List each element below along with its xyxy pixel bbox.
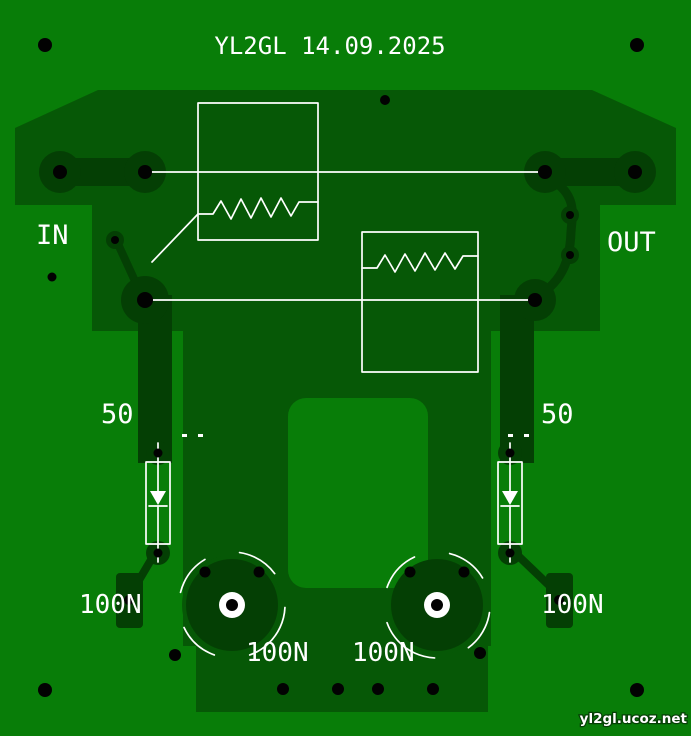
drill-hole bbox=[153, 548, 163, 558]
drill-hole bbox=[566, 251, 574, 259]
silk-tick bbox=[182, 434, 187, 437]
trimmer-hole bbox=[431, 599, 443, 611]
cap-value-bottom-left: 100N bbox=[246, 638, 309, 668]
drill-hole bbox=[505, 548, 515, 558]
mounting-hole bbox=[630, 683, 644, 697]
drill-hole bbox=[427, 683, 439, 695]
drill-hole bbox=[404, 566, 416, 578]
drill-hole bbox=[138, 165, 152, 179]
drill-hole bbox=[505, 448, 515, 458]
trace bbox=[533, 175, 577, 301]
via-hole bbox=[47, 272, 57, 282]
copper-top-band bbox=[15, 90, 676, 205]
silk-tick bbox=[524, 434, 529, 437]
cap-value-bottom-right: 100N bbox=[352, 638, 415, 668]
in-label: IN bbox=[36, 220, 69, 251]
relay-outline-1 bbox=[197, 102, 319, 241]
copper-bottom-tab bbox=[196, 646, 488, 712]
resistor-zigzag-2 bbox=[361, 252, 479, 273]
silkscreen bbox=[145, 102, 539, 659]
resistor-value-left: 50 bbox=[101, 399, 134, 430]
via-hole bbox=[380, 95, 390, 105]
drill-holes bbox=[38, 38, 644, 697]
resistor-value-right: 50 bbox=[541, 399, 574, 430]
trimmer-outline-left bbox=[178, 551, 286, 659]
trace bbox=[500, 295, 534, 463]
drill-hole bbox=[566, 211, 574, 219]
labels: YL2GL 14.09.2025 IN OUT 50 50 100N 100N … bbox=[36, 32, 689, 728]
cap-value-right: 100N bbox=[541, 590, 604, 620]
drill-hole bbox=[474, 647, 486, 659]
drill-hole bbox=[169, 649, 181, 661]
drill-hole bbox=[628, 165, 642, 179]
mounting-hole bbox=[38, 38, 52, 52]
drill-hole bbox=[458, 566, 470, 578]
silk-diagonal bbox=[151, 213, 199, 263]
trimmer-hole bbox=[226, 599, 238, 611]
drill-hole bbox=[332, 683, 344, 695]
drill-hole bbox=[253, 566, 265, 578]
drill-hole bbox=[554, 595, 564, 605]
drill-hole bbox=[124, 595, 134, 605]
trimmer-outline-right bbox=[383, 551, 491, 659]
drill-hole bbox=[538, 165, 552, 179]
relay-outline-2 bbox=[361, 231, 479, 373]
board-title: YL2GL 14.09.2025 bbox=[214, 32, 445, 60]
diode-symbol-left bbox=[145, 442, 171, 563]
diode-triangle bbox=[150, 491, 166, 505]
drill-hole bbox=[111, 236, 119, 244]
out-label: OUT bbox=[607, 227, 656, 258]
drill-hole bbox=[199, 566, 211, 578]
drill-hole bbox=[372, 683, 384, 695]
silk-tick bbox=[508, 434, 513, 437]
drill-hole bbox=[53, 165, 67, 179]
silk-tick bbox=[198, 434, 203, 437]
resistor-zigzag-1 bbox=[197, 197, 319, 220]
drill-hole bbox=[137, 292, 153, 308]
mounting-hole bbox=[630, 38, 644, 52]
center-cutout bbox=[288, 398, 428, 588]
drill-hole bbox=[153, 448, 163, 458]
mounting-hole bbox=[38, 683, 52, 697]
watermark-text: yl2gl.ucoz.net bbox=[580, 711, 688, 727]
drill-hole bbox=[528, 293, 542, 307]
diode-triangle bbox=[502, 491, 518, 505]
cap-value-left: 100N bbox=[79, 590, 142, 620]
drill-hole bbox=[277, 683, 289, 695]
